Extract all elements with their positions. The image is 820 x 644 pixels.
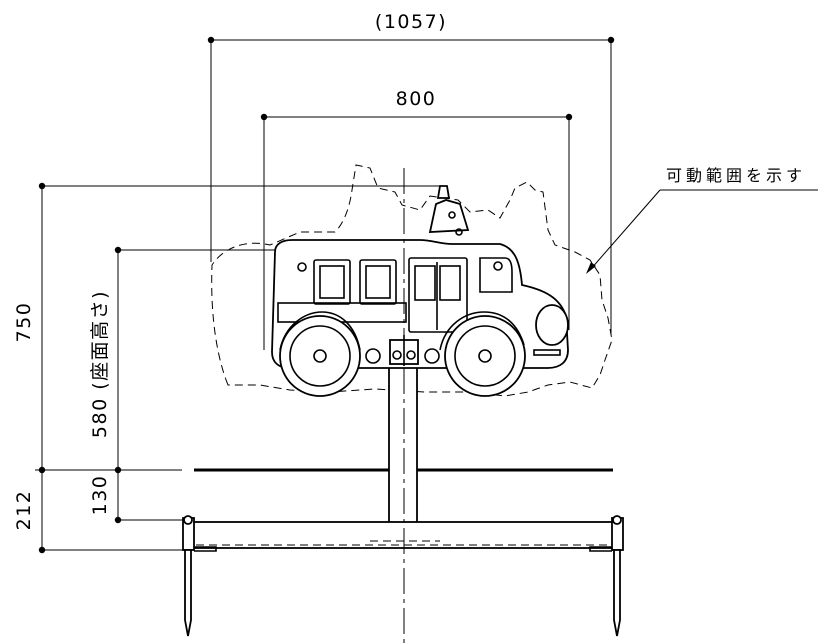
motion-range-outline	[211, 164, 613, 397]
dimension-base-depth: 212	[13, 490, 188, 554]
dimension-text-ground-to-spring: 130	[89, 475, 111, 516]
range-note-leader: 可動範囲を示す	[586, 166, 818, 274]
dimension-body-width: 800	[260, 88, 573, 350]
dimension-total-height: 750	[13, 182, 440, 550]
dimension-text-seat-height: 580 (座面高さ)	[89, 290, 111, 438]
bus-rider	[271, 185, 569, 397]
dimension-text-overall-width: (1057)	[375, 11, 447, 33]
dimension-ground-level	[35, 466, 182, 474]
dimension-overall-width: (1057)	[207, 11, 615, 335]
anchor-spikes	[184, 549, 621, 637]
dimension-ground-to-spring: 130	[89, 475, 188, 524]
base-frame	[182, 515, 624, 552]
range-note-text: 可動範囲を示す	[666, 166, 806, 185]
dimension-text-total-height: 750	[13, 302, 35, 343]
spring-post	[388, 361, 418, 531]
dimension-text-body-width: 800	[396, 88, 437, 110]
dimension-text-base-depth: 212	[13, 490, 35, 531]
